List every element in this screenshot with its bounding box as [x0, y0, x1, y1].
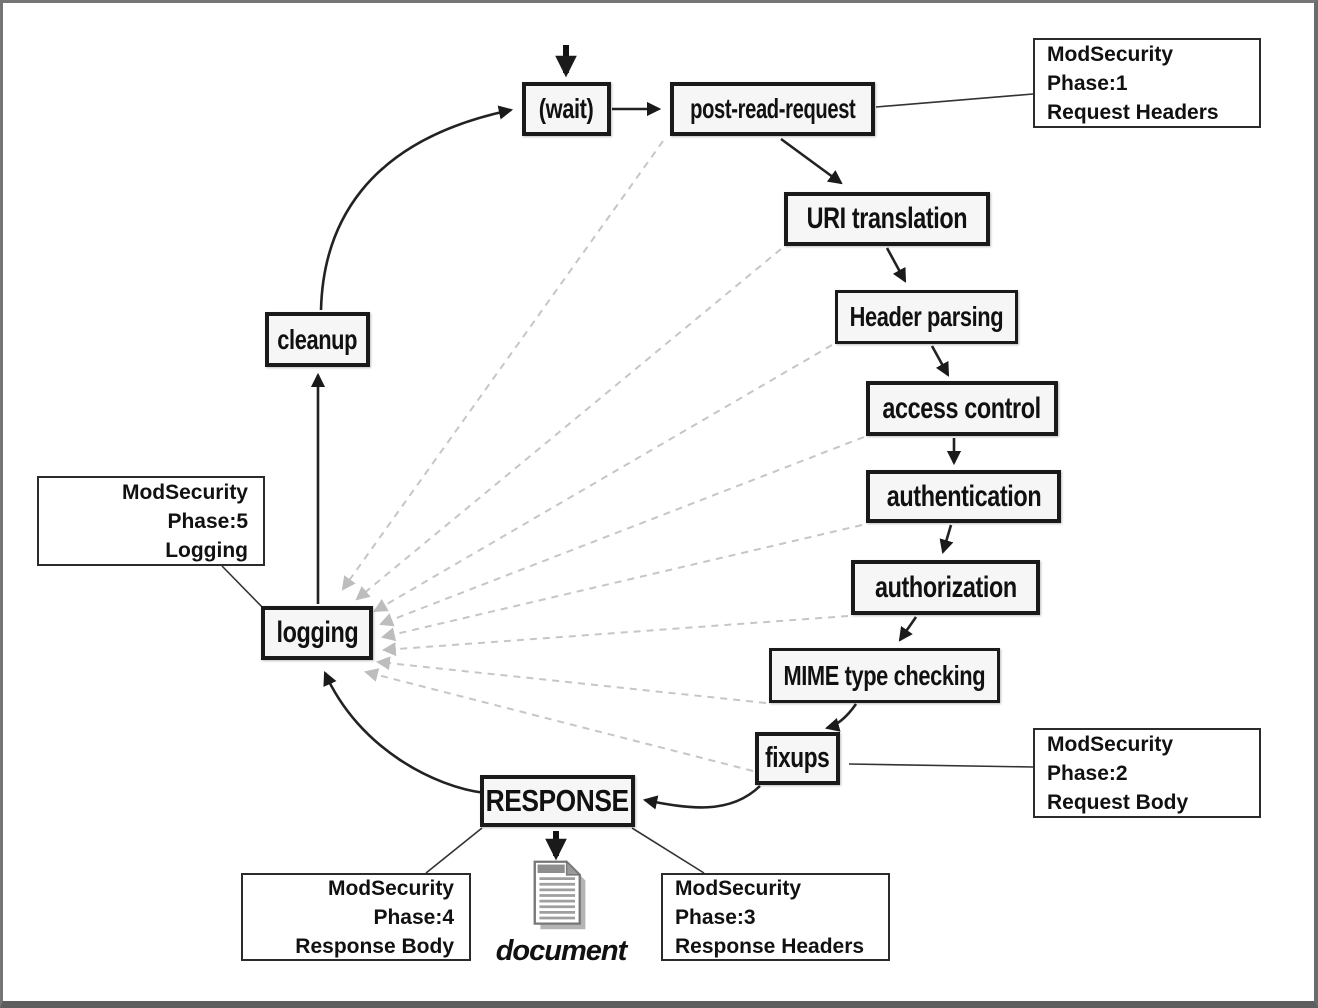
document-label: document [495, 935, 628, 967]
node-uri-translation-label: URI translation [806, 202, 968, 235]
node-cleanup: cleanup [265, 312, 370, 367]
cycle-arrows [310, 101, 962, 810]
annotation-line: ModSecurity Phase:4 [327, 876, 454, 929]
annotation-modsecurity-phase-4: ModSecurity Phase:4 Response Body [241, 873, 471, 961]
node-response-label: RESPONSE [485, 783, 630, 818]
annotation-modsecurity-phase-1: ModSecurity Phase:1 Request Headers [1033, 38, 1261, 128]
annotation-modsecurity-phase-3: ModSecurity Phase:3 Response Headers [661, 873, 890, 961]
annotation-modsecurity-phase-5: ModSecurity Phase:5 Logging [37, 476, 265, 566]
annotation-line: Request Body [1047, 790, 1189, 814]
node-access-control: access control [866, 381, 1058, 436]
node-logging: logging [261, 606, 373, 660]
annotation-line: ModSecurity Phase:2 [1047, 732, 1174, 785]
document-icon [533, 860, 586, 930]
annotation-line: ModSecurity Phase:5 [121, 480, 248, 533]
annotation-line: ModSecurity Phase:3 [675, 876, 802, 929]
node-post-read-request-label: post-read-request [689, 93, 856, 124]
document-figure: document [491, 858, 631, 968]
node-authorization: authorization [851, 560, 1040, 615]
node-cleanup-label: cleanup [277, 323, 358, 355]
node-wait-label: (wait) [539, 93, 594, 124]
node-header-parsing-label: Header parsing [849, 301, 1004, 332]
node-response: RESPONSE [480, 775, 635, 827]
annotation-line: Logging [165, 538, 248, 562]
node-header-parsing: Header parsing [835, 290, 1018, 344]
node-fixups-label: fixups [765, 742, 830, 774]
node-fixups: fixups [755, 732, 840, 785]
node-logging-label: logging [276, 616, 358, 649]
node-wait: (wait) [522, 82, 611, 136]
node-mime-type-checking-label: MIME type checking [783, 659, 986, 691]
thick-arrows [545, 45, 577, 861]
annotation-line: ModSecurity Phase:1 [1047, 42, 1174, 95]
node-uri-translation: URI translation [784, 192, 990, 246]
annotation-connectors [221, 93, 1034, 874]
annotation-line: Response Body [295, 934, 454, 958]
annotation-modsecurity-phase-2: ModSecurity Phase:2 Request Body [1033, 728, 1261, 818]
node-authentication-label: authentication [886, 479, 1041, 513]
node-authentication: authentication [866, 470, 1061, 523]
diagram-connectors [221, 45, 1034, 874]
node-access-control-label: access control [882, 391, 1042, 425]
annotation-line: Response Headers [675, 934, 865, 958]
annotation-line: Request Headers [1047, 100, 1219, 124]
node-post-read-request: post-read-request [670, 82, 875, 136]
dashed-logging-arrows [341, 140, 865, 772]
node-mime-type-checking: MIME type checking [769, 648, 1000, 703]
node-authorization-label: authorization [874, 570, 1017, 604]
